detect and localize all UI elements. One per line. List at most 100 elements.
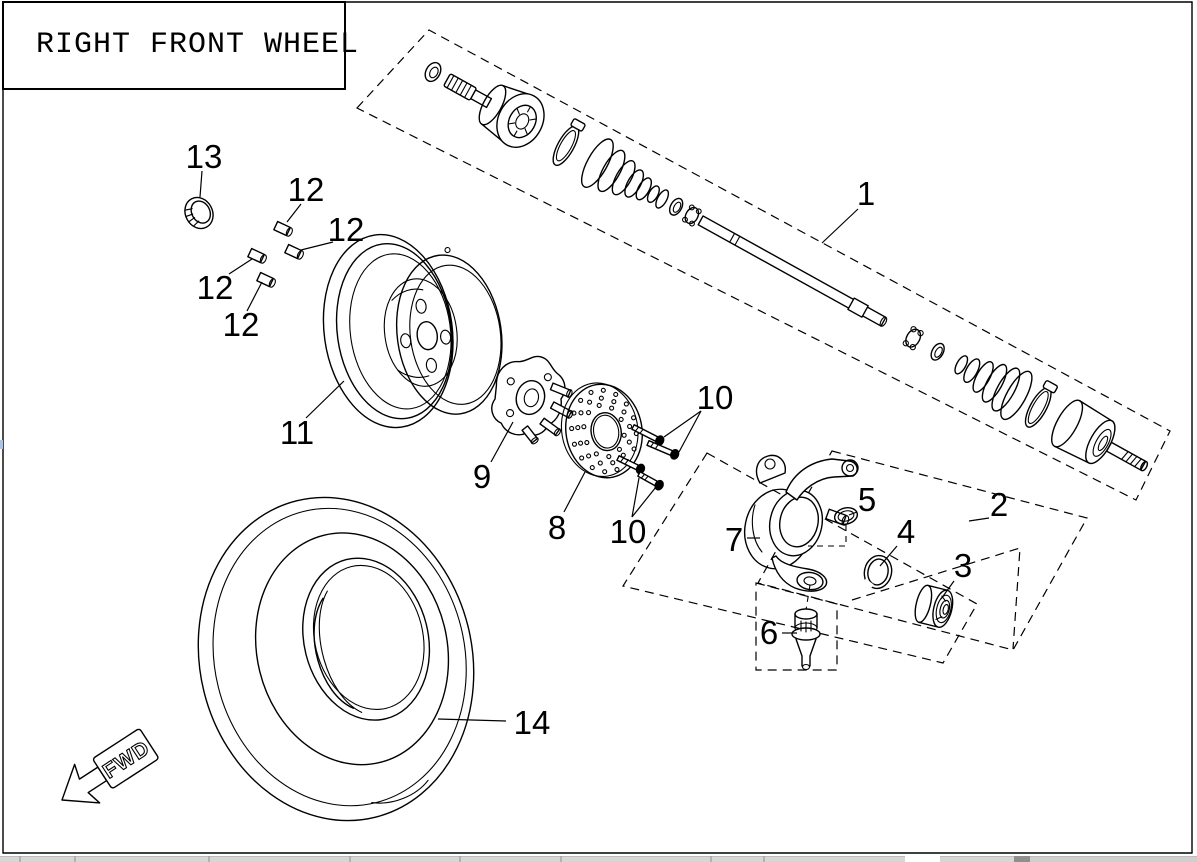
disc-perforation (597, 460, 603, 466)
wheel-rim-drawing (322, 233, 503, 429)
disc-perforation (623, 401, 629, 407)
disc-perforation (596, 402, 602, 408)
ball-joint-boundary (755, 582, 838, 671)
disc-perforation (578, 440, 584, 446)
ball-joint-drawing (791, 584, 821, 671)
disc-perforation (600, 387, 606, 393)
part-label-14: 14 (514, 704, 551, 741)
axle-assembly-boundary (356, 29, 1171, 501)
part-label-6: 6 (760, 614, 778, 651)
knuckle-assembly-boundary (622, 452, 978, 664)
disc-perforation (571, 441, 577, 447)
leader-line-part-13 (199, 170, 203, 198)
disc-perforation (579, 455, 585, 461)
taskbar-gap (905, 856, 940, 862)
cap-drawing (184, 196, 214, 230)
bearing-drawing (914, 584, 954, 628)
disc-perforation (593, 451, 599, 457)
part-label-11: 11 (280, 414, 314, 451)
disc-perforation (578, 410, 584, 416)
leader-line-part-10 (631, 486, 657, 518)
part-label-9: 9 (473, 458, 491, 495)
disc-perforation (586, 410, 592, 416)
disc-perforation (584, 440, 590, 446)
leader-line-part-12 (228, 258, 253, 275)
disc-perforation (610, 460, 616, 466)
leader-line-part-3 (940, 580, 955, 600)
leader-line-part-12 (246, 281, 263, 312)
part-label-12: 12 (197, 269, 234, 306)
part-label-3: 3 (954, 547, 972, 584)
disc-perforation (587, 399, 593, 405)
disc-perforation (614, 466, 620, 473)
part-label-2: 2 (990, 486, 1008, 523)
leader-line-part-14 (437, 718, 507, 722)
inner-bearing-boundary (851, 547, 1021, 650)
disc-perforation (626, 439, 632, 445)
disc-perforation (618, 416, 624, 422)
brake-disc-drawing (560, 382, 644, 479)
part-label-13: 13 (186, 138, 223, 175)
circlip-5-drawing (808, 507, 859, 547)
leader-line-part-5 (848, 511, 858, 516)
leader-line-part-12 (286, 203, 302, 223)
leader-line-part-1 (821, 208, 859, 244)
leader-line-part-10 (631, 477, 640, 518)
disc-perforation (606, 454, 612, 460)
disc-perforation (621, 432, 627, 438)
assembly-boundaries (356, 29, 1171, 671)
disc-perforation (575, 425, 581, 431)
taskbar-button-edge[interactable] (1014, 856, 1030, 862)
title-block: RIGHT FRONT WHEEL (2, 1, 359, 90)
part-label-12: 12 (223, 306, 260, 343)
steering-knuckle-drawing (743, 454, 859, 592)
part-label-5: 5 (858, 481, 876, 518)
left-edge-tick (0, 440, 3, 449)
disc-perforation (581, 424, 587, 430)
taskbar-strip[interactable] (0, 856, 1197, 862)
leader-line-part-12 (300, 241, 334, 251)
part-label-4: 4 (897, 513, 915, 550)
disc-perforation (571, 410, 577, 416)
disc-perforation (631, 446, 637, 452)
disc-perforation (620, 452, 626, 458)
part-label-10: 10 (697, 379, 734, 416)
disc-perforation (613, 391, 619, 397)
part-label-12: 12 (288, 171, 325, 208)
leader-line-part-8 (563, 471, 586, 513)
part-label-12: 12 (328, 211, 365, 248)
part-label-7: 7 (725, 521, 743, 558)
disc-perforation (627, 423, 633, 430)
leader-line-part-9 (490, 421, 514, 463)
disc-perforation (611, 399, 617, 405)
disc-perforation (578, 397, 584, 403)
disc-perforation (588, 389, 594, 396)
taskbar-separators (19, 856, 765, 862)
disc-bolt-drawings (616, 424, 680, 491)
page-title: RIGHT FRONT WHEEL (36, 28, 359, 62)
disc-perforation (609, 405, 615, 411)
disc-perforation (589, 465, 595, 471)
part-label-8: 8 (548, 509, 566, 546)
leader-line-part-10 (663, 410, 702, 438)
leader-line-part-11 (305, 380, 345, 419)
wheel-hub-drawing (491, 355, 574, 445)
drive-shaft-assembly-drawing (424, 61, 1149, 472)
snap-ring-drawing (862, 554, 893, 590)
disc-perforation (569, 425, 575, 432)
taskbar-right-segment[interactable] (1030, 857, 1197, 862)
wheel-stud-drawings (247, 220, 304, 288)
disc-perforation (602, 469, 608, 475)
direction-arrow: FWD (61, 728, 159, 804)
disc-perforation (586, 453, 592, 459)
part-label-1: 1 (857, 175, 875, 212)
disc-perforation (616, 446, 622, 452)
part-label-10: 10 (610, 513, 647, 550)
disc-perforation (621, 409, 627, 415)
disc-perforation (631, 415, 637, 421)
leader-line-part-2 (968, 517, 990, 522)
